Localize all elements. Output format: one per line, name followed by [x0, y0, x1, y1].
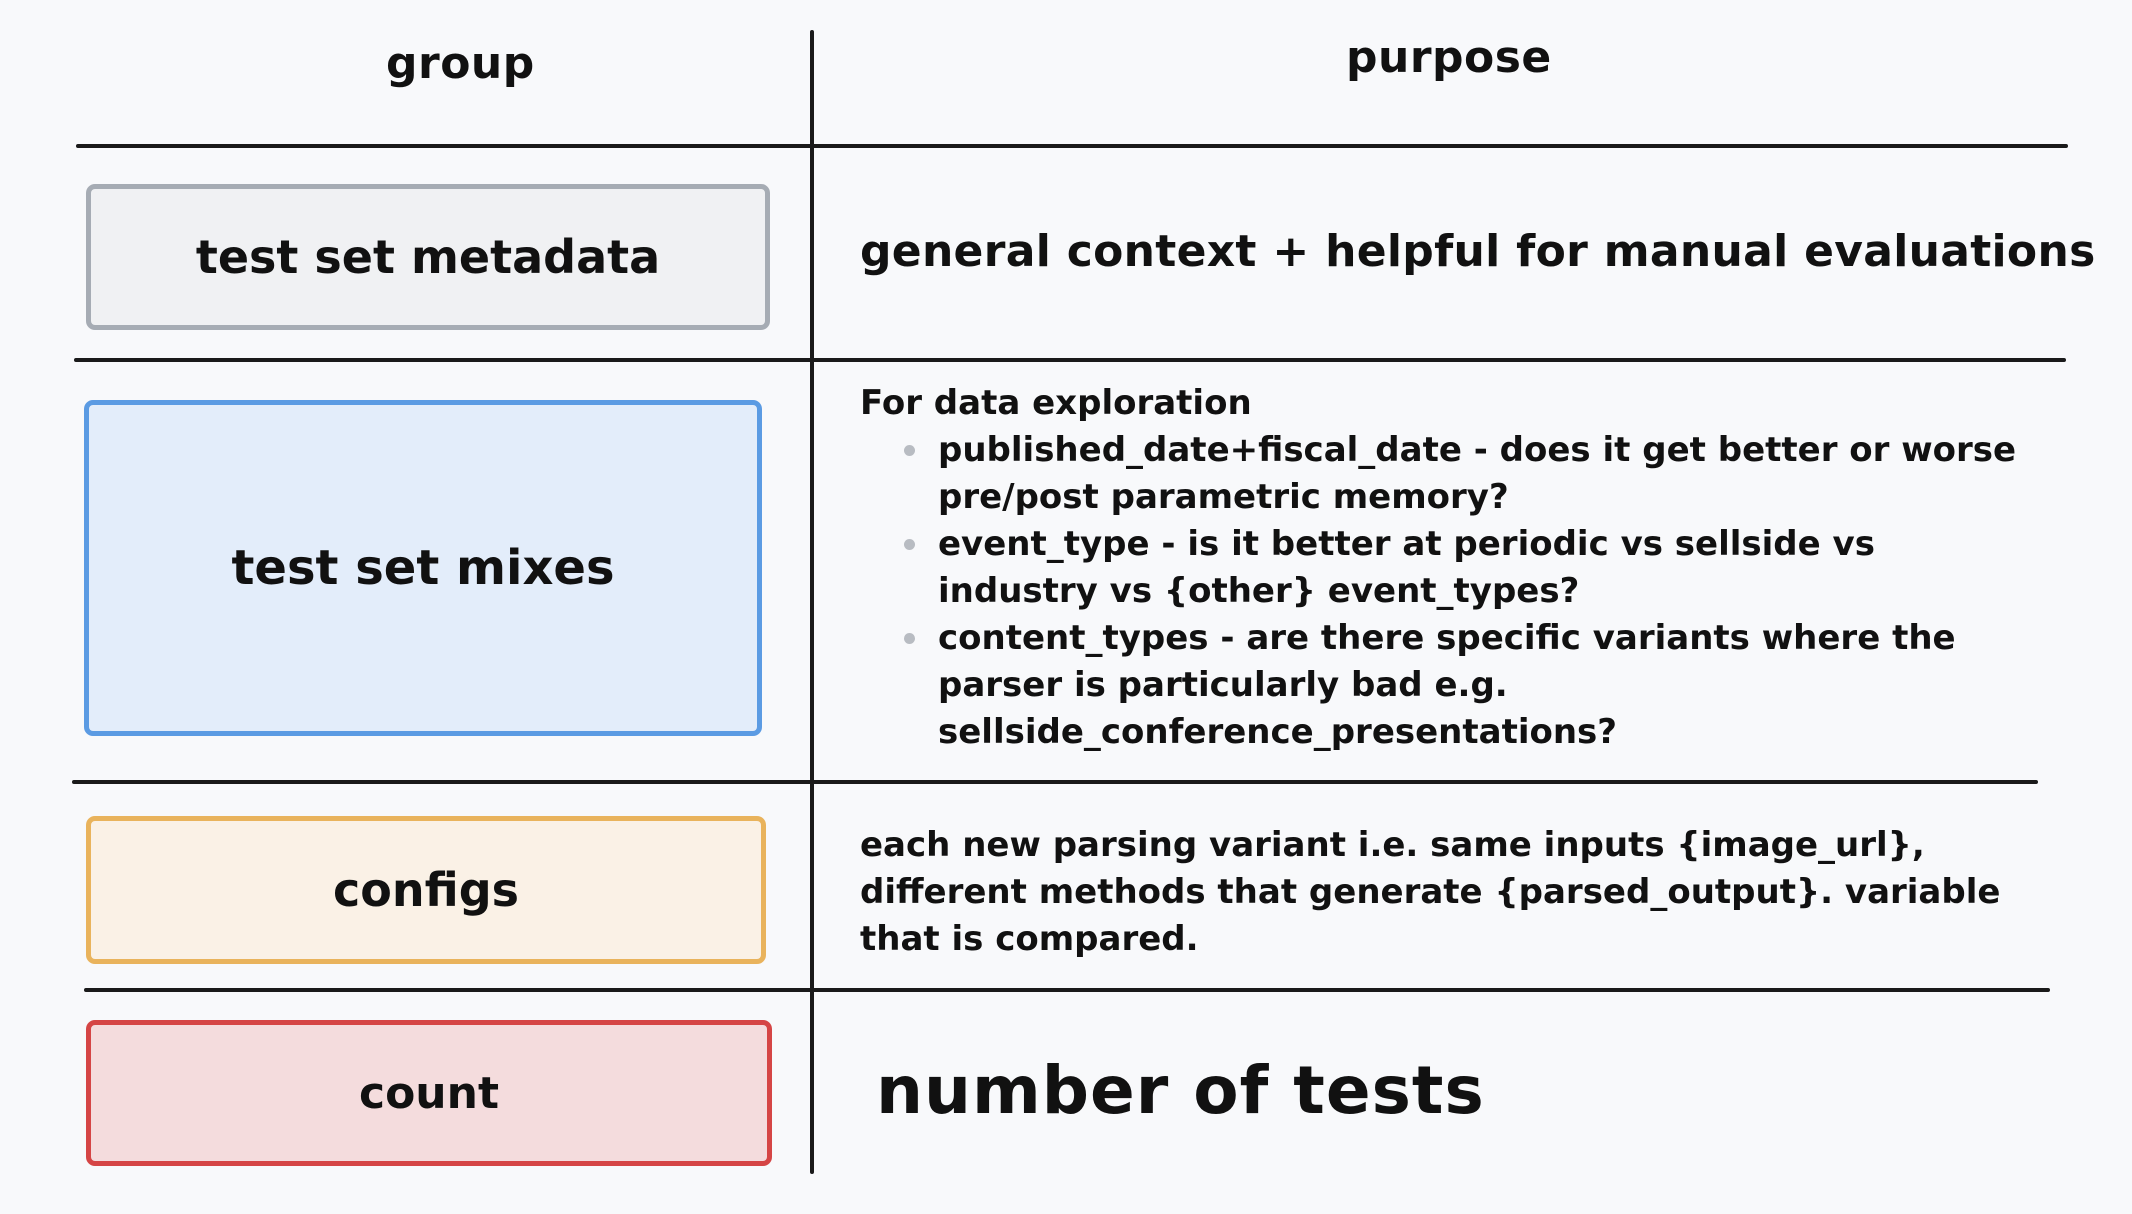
exploration-bullet-list: published_date+fiscal_date - does it get… [860, 427, 2040, 756]
row-divider-3 [84, 988, 2050, 992]
bullet-dot-icon [904, 633, 915, 644]
bullet-text: content_types - are there specific varia… [938, 618, 1956, 752]
row-divider-1 [74, 358, 2066, 362]
group-header: group [386, 38, 535, 89]
bullet-text: published_date+fiscal_date - does it get… [938, 430, 2017, 517]
test-set-metadata-purpose: general context + helpful for manual eva… [860, 226, 2096, 277]
test-set-metadata-box: test set metadata [86, 184, 770, 330]
row-divider-2 [72, 780, 2038, 784]
count-purpose: number of tests [876, 1052, 1485, 1129]
list-item: published_date+fiscal_date - does it get… [904, 427, 2040, 521]
list-item: content_types - are there specific varia… [904, 615, 2040, 756]
configs-purpose: each new parsing variant i.e. same input… [860, 825, 2001, 959]
count-box: count [86, 1020, 772, 1166]
list-item: event_type - is it better at periodic vs… [904, 521, 2040, 615]
test-set-mixes-purpose: For data exploration published_date+fisc… [860, 380, 2040, 756]
bullet-text: event_type - is it better at periodic vs… [938, 524, 1875, 611]
data-exploration-title: For data exploration [860, 383, 1252, 423]
configs-box: configs [86, 816, 766, 964]
bullet-dot-icon [904, 445, 915, 456]
test-set-mixes-box: test set mixes [84, 400, 762, 736]
column-divider [810, 30, 814, 1174]
purpose-header: purpose [1346, 32, 1552, 83]
bullet-dot-icon [904, 539, 915, 550]
row-divider-header [76, 144, 2068, 148]
